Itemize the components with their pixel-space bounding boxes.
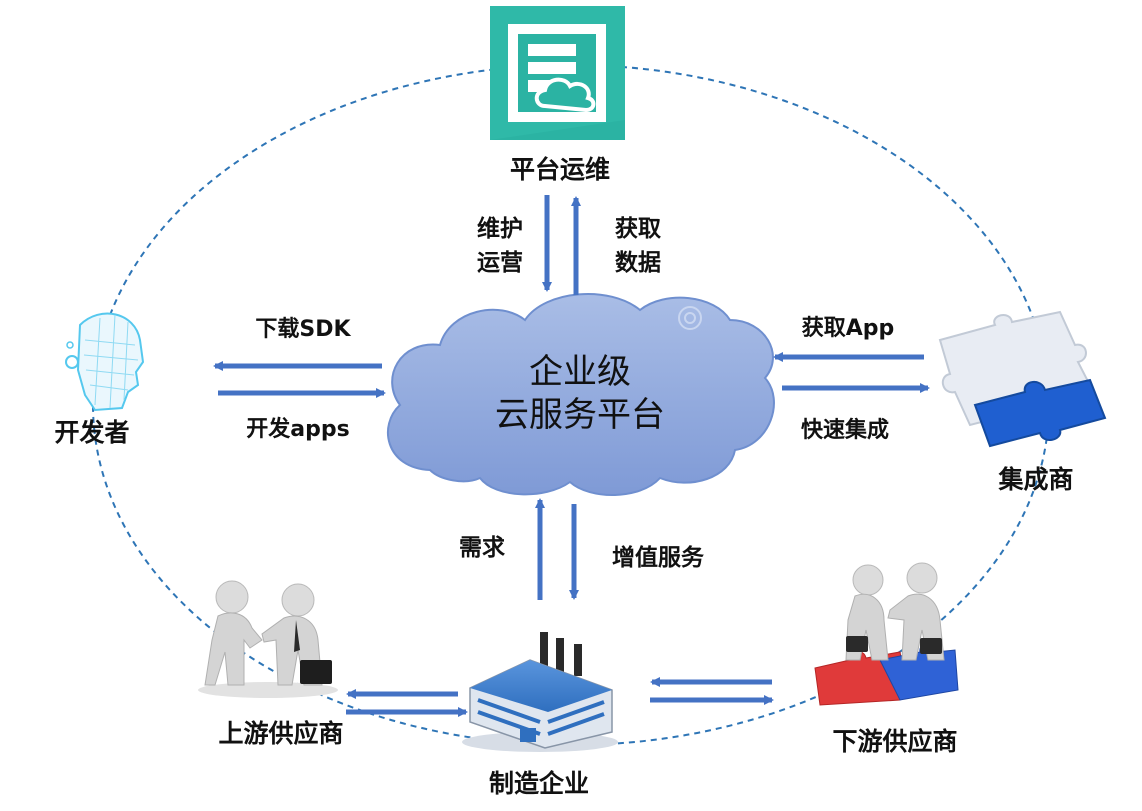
edge-operate-label: 运营 [477,250,523,276]
cloud-title-line1: 企业级 [529,352,631,392]
manufacturer-label: 制造企业 [489,769,589,798]
edge-acquire-label: 获取 [615,216,661,242]
integrator-label: 集成商 [997,465,1073,494]
platform-label: 平台运维 [510,155,610,184]
upstream-supplier-label: 上游供应商 [218,719,343,748]
downstream-supplier-label: 下游供应商 [832,727,957,756]
cloud-platform-node: 企业级 云服务平台 [386,293,775,497]
edge-value-service-label: 增值服务 [612,544,705,571]
wireframe-head-icon [65,312,145,412]
server-cloud-icon [490,6,625,140]
factory-icon [462,632,618,752]
puzzle-icon [938,310,1107,448]
cloud-title-line2: 云服务平台 [495,395,665,435]
edge-maintain-label: 维护 [477,215,523,242]
cloud-shape [386,293,775,497]
edge-get-app-label: 获取App [802,316,895,341]
edge-demand-label: 需求 [459,535,505,561]
edge-data-label: 数据 [615,250,661,276]
developer-label: 开发者 [54,418,129,447]
edge-download-sdk-label: 下载SDK [255,316,351,342]
edge-develop-apps-label: 开发apps [246,416,349,442]
handshake-puzzle-icon [814,562,959,706]
handshake-icon [198,580,338,698]
edge-quick-integrate-label: 快速集成 [801,417,889,443]
cloud-swirl-icon [678,306,702,330]
